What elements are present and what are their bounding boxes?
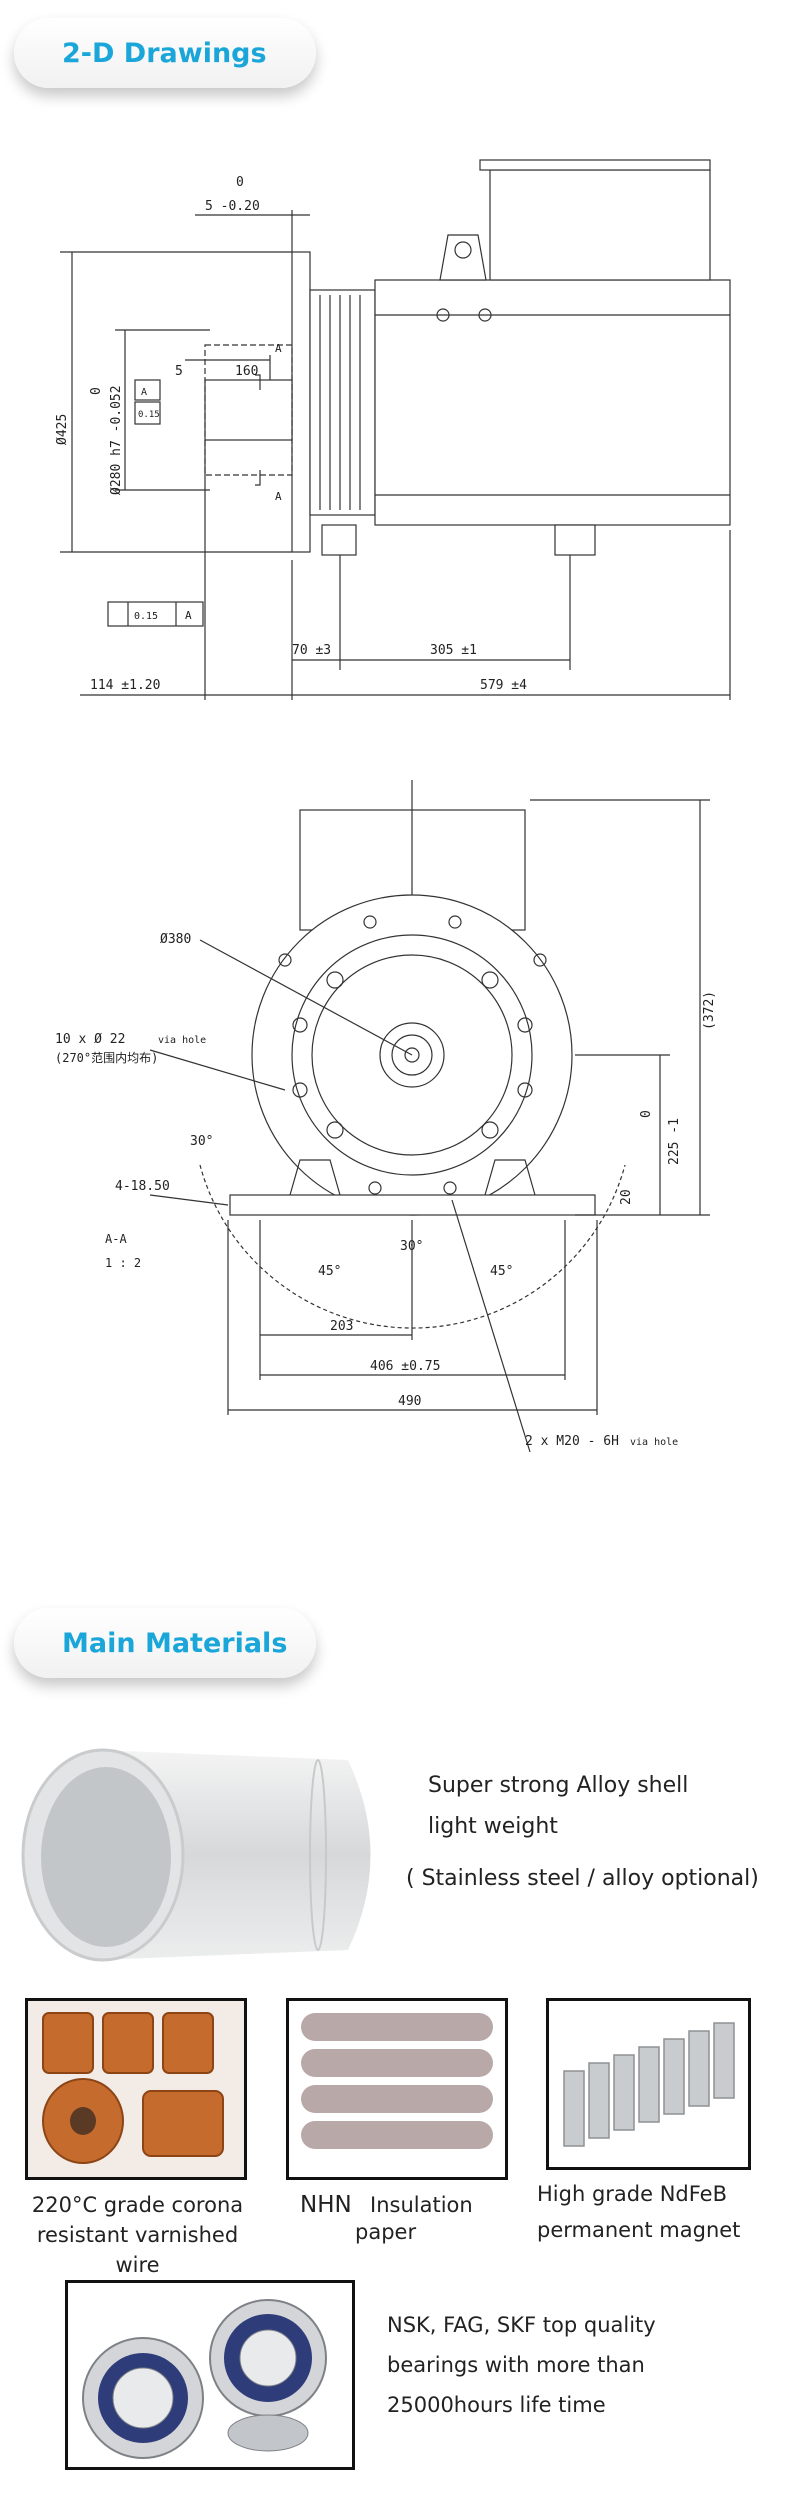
section-label: A-A — [105, 1232, 127, 1246]
wire-caption: 220°C grade corona resistant varnished w… — [15, 2190, 260, 2280]
section-a-top: A — [275, 342, 282, 355]
bearings-image — [65, 2280, 355, 2470]
shell-line-1: Super strong Alloy shell — [428, 1773, 689, 1798]
paper-line-1: Insulation — [370, 2193, 473, 2217]
runout-015: 0.15 — [134, 611, 158, 622]
wire-line-2: resistant varnished wire — [36, 2223, 239, 2277]
magnet-line-2: permanent magnet — [537, 2218, 741, 2242]
dim-490: 490 — [398, 1394, 421, 1409]
dim-406: 406 ±0.75 — [370, 1359, 440, 1374]
bearing-line-1: NSK, FAG, SKF top quality — [387, 2313, 656, 2337]
dim-4-1850: 4-18.50 — [115, 1179, 170, 1194]
drawings-section-title: 2-D Drawings — [62, 37, 267, 69]
holes-via: via hole — [158, 1035, 206, 1046]
front-view-drawing: Ø380 10 x Ø 22 via hole (270°范围内均布) 30° … — [55, 780, 717, 1453]
section-a-bottom: A — [275, 490, 282, 503]
shell-line-2: light weight — [428, 1814, 558, 1839]
dim-5-020: 5 -0.20 — [205, 199, 260, 214]
copper-wire-image — [25, 1998, 247, 2180]
side-view-drawing: 0 5 -0.20 160 5 A A Ø425 0 Ø280 h7 -0.05… — [55, 159, 731, 700]
dim-305: 305 ±1 — [430, 643, 477, 658]
materials-section-title: Main Materials — [62, 1627, 288, 1659]
bearing-line-2: bearings with more than — [387, 2353, 645, 2377]
dim-5: 5 — [175, 364, 183, 379]
dim-579: 579 ±4 — [480, 678, 527, 693]
dim-160: 160 — [235, 364, 258, 379]
angle-30-bottom: 30° — [400, 1239, 423, 1254]
dim-114: 114 ±1.20 — [90, 678, 160, 693]
frame-a: A — [141, 387, 147, 398]
dim-225: 225 -1 — [667, 1118, 682, 1165]
wire-line-1: 220°C grade corona — [31, 2193, 244, 2217]
frame-015: 0.15 — [138, 410, 160, 420]
angle-45-right: 45° — [490, 1264, 513, 1279]
scale-label: 1 : 2 — [105, 1256, 141, 1270]
dia-425: Ø425 — [55, 414, 70, 445]
dim-20: 20 — [619, 1189, 634, 1205]
drawings-section-tag: 2-D Drawings — [14, 18, 316, 88]
dia-280: Ø280 h7 -0.052 — [109, 385, 124, 495]
holes-note-cn: (270°范围内均布) — [55, 1051, 158, 1065]
angle-45-left: 45° — [318, 1264, 341, 1279]
paper-prefix: NHN — [300, 2192, 352, 2218]
dim-70: 70 ±3 — [292, 643, 331, 658]
angle-30-left: 30° — [190, 1134, 213, 1149]
paper-line-2: paper — [355, 2220, 417, 2244]
dim-372: (372) — [702, 991, 717, 1030]
runout-a: A — [185, 609, 192, 622]
insulation-paper-image — [286, 1998, 508, 2180]
tol-0-side: 0 — [89, 387, 104, 395]
tol-0-top: 0 — [236, 175, 244, 190]
holes-note: 10 x Ø 22 — [55, 1032, 125, 1047]
dia-380: Ø380 — [160, 932, 191, 947]
shell-line-3: ( Stainless steel / alloy optional) — [406, 1866, 759, 1891]
ndfeb-magnet-image — [546, 1998, 751, 2170]
magnet-line-1: High grade NdFeB — [537, 2182, 727, 2206]
tol-0: 0 — [639, 1110, 654, 1118]
bearing-line-3: 25000hours life time — [387, 2393, 606, 2417]
thread-via: via hole — [630, 1437, 678, 1448]
alloy-shell-image — [21, 1748, 371, 1962]
materials-section-tag: Main Materials — [14, 1608, 316, 1678]
thread-note: 2 x M20 - 6H — [525, 1434, 619, 1449]
dim-203: 203 — [330, 1319, 353, 1334]
